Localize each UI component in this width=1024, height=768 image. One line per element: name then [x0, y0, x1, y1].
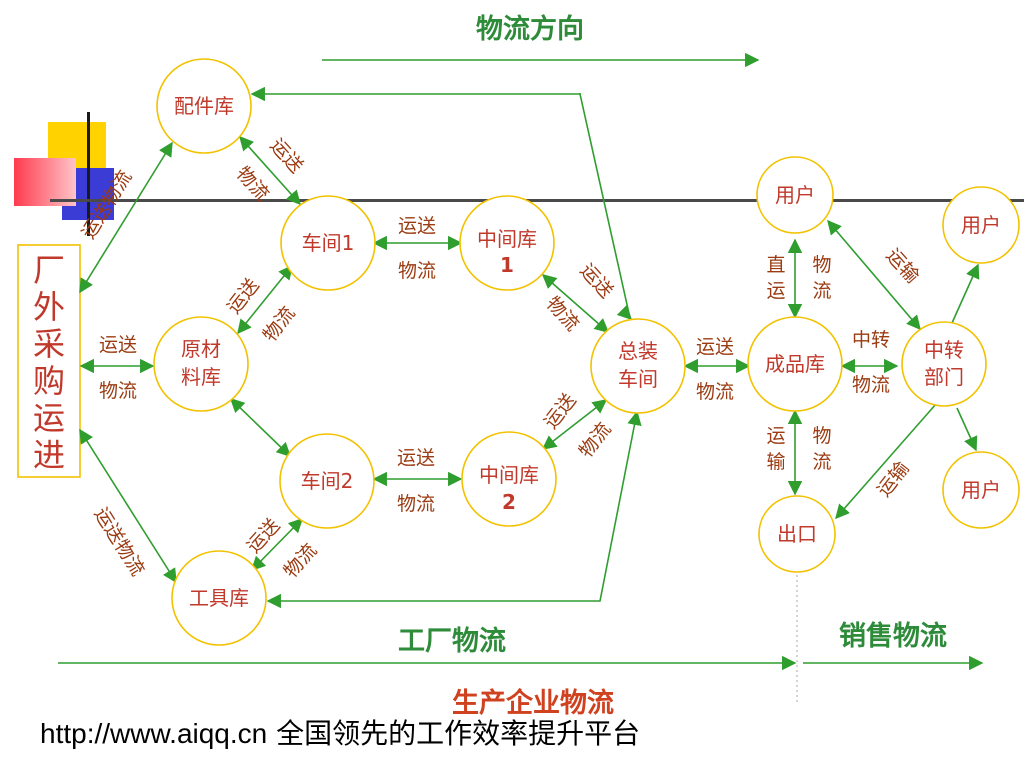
- purchase-box-text: 厂 外 采 购 运 进: [33, 251, 65, 474]
- sales-logistics-title: 销售物流: [839, 620, 947, 652]
- label-prod-user-a: 直 运: [766, 254, 785, 302]
- svg-text:用户: 用户: [961, 213, 1001, 237]
- label-prod-transfer-a: 中转: [852, 329, 890, 351]
- label-prod-transfer-b: 物流: [852, 374, 890, 396]
- node-user-right-bottom: 用户: [942, 451, 1020, 529]
- svg-text:原材: 原材: [181, 337, 221, 361]
- node-parts-store: 配件库: [156, 58, 252, 154]
- svg-text:1: 1: [500, 253, 514, 277]
- label-raw-ws1-a: 运送: [223, 275, 264, 319]
- svg-text:输: 输: [766, 451, 785, 473]
- label-purchase-tools: 运送物流: [90, 504, 149, 580]
- svg-text:购: 购: [33, 362, 65, 400]
- svg-text:进: 进: [33, 436, 65, 474]
- svg-text:用户: 用户: [961, 478, 1001, 502]
- svg-text:2: 2: [502, 490, 516, 514]
- svg-text:运: 运: [766, 280, 785, 302]
- footer-slogan: 全国领先的工作效率提升平台: [276, 717, 641, 750]
- svg-text:车间: 车间: [618, 367, 658, 391]
- svg-text:总装: 总装: [618, 339, 658, 363]
- node-intermediate1: 中间库 1: [459, 195, 555, 291]
- svg-text:中间库: 中间库: [477, 227, 537, 251]
- svg-text:中转: 中转: [924, 338, 964, 362]
- svg-text:运: 运: [33, 399, 65, 437]
- svg-text:采: 采: [33, 325, 65, 363]
- node-transfer-dept: 中转 部门: [901, 321, 987, 407]
- node-tool-store: 工具库: [171, 550, 267, 646]
- node-assembly: 总装 车间: [590, 318, 686, 414]
- label-raw-ws1-b: 物流: [259, 303, 300, 347]
- svg-text:出口: 出口: [777, 522, 817, 546]
- svg-text:成品库: 成品库: [765, 352, 825, 376]
- label-ws2-tool-b: 物流: [280, 539, 322, 582]
- label-ws2-int2-a: 运送: [397, 447, 435, 469]
- svg-text:车间1: 车间1: [302, 231, 355, 255]
- edges: [79, 86, 980, 609]
- svg-text:流: 流: [812, 280, 831, 302]
- label-int2-asm-a: 运送: [540, 390, 581, 434]
- label-int1-asm-b: 物流: [542, 292, 584, 335]
- label-prod-export-a: 运 输: [766, 425, 785, 473]
- svg-text:运: 运: [766, 425, 785, 447]
- svg-text:物: 物: [812, 254, 831, 276]
- label-asm-prod-b: 物流: [696, 381, 734, 403]
- svg-text:流: 流: [812, 451, 831, 473]
- svg-text:中间库: 中间库: [479, 463, 539, 487]
- footer-url[interactable]: http://www.aiqq.cn: [40, 718, 268, 749]
- label-int2-asm-b: 物流: [575, 419, 616, 463]
- label-ws2-int2-b: 物流: [397, 493, 435, 515]
- node-workshop2: 车间2: [279, 433, 375, 529]
- svg-text:车间2: 车间2: [301, 469, 354, 493]
- svg-text:物: 物: [812, 425, 831, 447]
- node-product-store: 成品库: [747, 316, 843, 412]
- footer: http://www.aiqq.cn 全国领先的工作效率提升平台: [40, 712, 640, 754]
- svg-text:用户: 用户: [775, 183, 815, 207]
- label-prod-export-b: 物 流: [812, 425, 831, 473]
- label-parts-ws1-b: 物流: [232, 162, 274, 205]
- node-user-right-top: 用户: [942, 186, 1020, 264]
- svg-text:外: 外: [33, 288, 65, 326]
- label-user-transfer: 运输: [882, 244, 924, 287]
- svg-text:料库: 料库: [181, 365, 221, 389]
- node-raw-material: 原材 料库: [153, 316, 249, 412]
- label-ws2-tool-a: 运送: [243, 514, 285, 557]
- node-workshop1: 车间1: [280, 195, 376, 291]
- svg-text:直: 直: [766, 254, 785, 276]
- label-purchase-raw-a: 运送: [99, 334, 137, 356]
- label-ws1-int1-b: 物流: [398, 260, 436, 282]
- label-transfer-export: 运输: [873, 458, 914, 502]
- label-prod-user-b: 物 流: [812, 254, 831, 302]
- node-user-top: 用户: [756, 156, 834, 234]
- label-purchase-raw-b: 物流: [99, 380, 137, 402]
- label-parts-ws1-a: 运送: [266, 134, 308, 177]
- label-int1-asm-a: 运送: [576, 259, 618, 302]
- factory-logistics-title: 工厂物流: [398, 626, 506, 657]
- node-intermediate2: 中间库 2: [461, 431, 557, 527]
- svg-text:厂: 厂: [33, 251, 65, 289]
- label-asm-prod-a: 运送: [696, 336, 734, 358]
- label-ws1-int1-a: 运送: [398, 215, 436, 237]
- purchase-box: [17, 244, 81, 478]
- enterprise-logistics-title: 生产企业物流: [452, 687, 614, 719]
- svg-text:部门: 部门: [924, 365, 964, 389]
- label-purchase-parts: 运送物流: [77, 167, 136, 243]
- flow-direction-title: 物流方向: [476, 13, 584, 45]
- svg-text:配件库: 配件库: [174, 94, 234, 118]
- node-export: 出口: [758, 495, 836, 573]
- svg-text:工具库: 工具库: [189, 586, 249, 610]
